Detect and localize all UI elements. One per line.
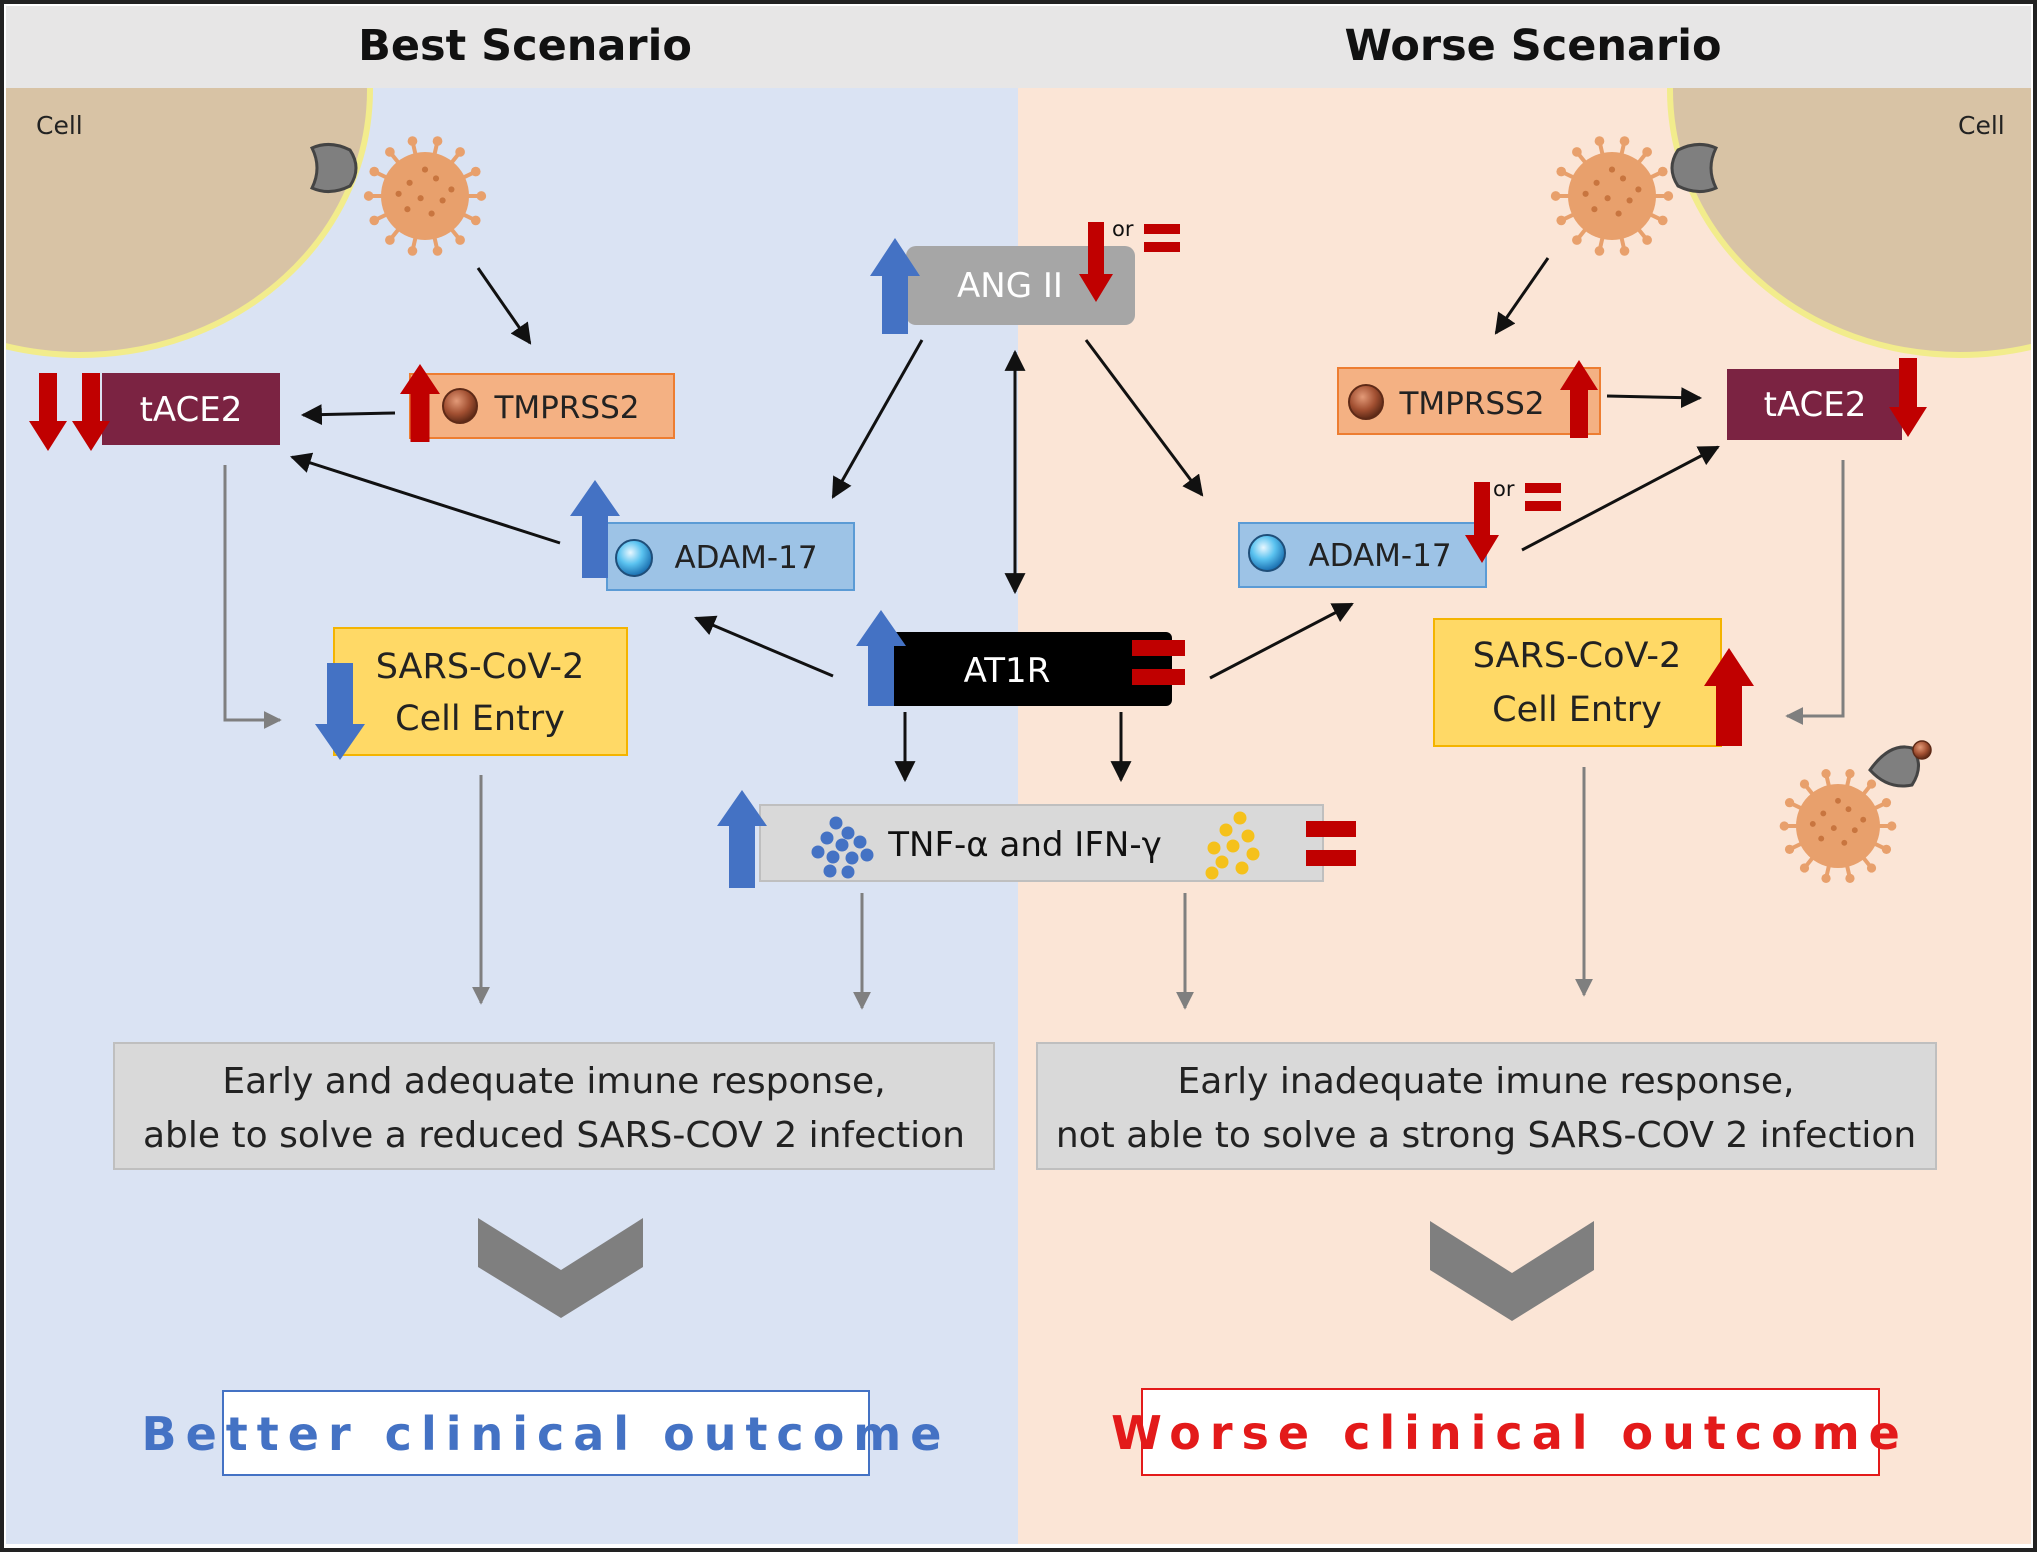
ang2-or-label: or	[1112, 217, 1134, 241]
left-tmprss2-up-arrow-icon	[400, 364, 440, 442]
ifn-dots-icon	[1205, 811, 1260, 880]
left-cell-label: Cell	[36, 111, 83, 140]
left-cell	[6, 88, 373, 358]
arrow-at1r-to-adam17-right	[1209, 602, 1354, 680]
right-tace2-label: tACE2	[1764, 385, 1867, 425]
left-tace2-down-arrow-icon-2	[72, 373, 110, 451]
right-virus-icon	[1550, 136, 1674, 256]
left-tace2-label: tACE2	[140, 390, 243, 430]
right-cell	[1667, 88, 2031, 358]
right-adam17-label: ADAM-17	[1308, 538, 1451, 574]
left-adam17-node: ADAM-17	[606, 522, 855, 591]
left-chevron-down-icon	[478, 1218, 643, 1318]
equals-adam17-icon	[1525, 483, 1561, 511]
arrow-ang2-to-adam17-right	[1084, 339, 1204, 497]
right-receptor-icon	[1670, 143, 1719, 193]
left-tace2-node: tACE2	[102, 373, 280, 445]
black-arrows	[290, 257, 1720, 783]
gray-arrows	[223, 460, 1845, 1010]
at1r-node: AT1R	[870, 632, 1172, 706]
right-tmprss2-label: TMPRSS2	[1399, 386, 1545, 422]
right-entry-up-arrow-icon	[1704, 648, 1754, 746]
at1r-label: AT1R	[964, 651, 1051, 691]
tmprss2-enzyme-icon	[442, 388, 478, 424]
right-entry-line1: SARS-CoV-2	[1473, 636, 1682, 676]
left-entry-line1: SARS-CoV-2	[376, 647, 585, 687]
right-entry-node: SARS-CoV-2 Cell Entry	[1433, 618, 1722, 747]
cytokines-node: TNF-α and IFN-γ	[759, 804, 1324, 882]
arrow-tmprss2-to-tace2-right	[1606, 387, 1703, 409]
adam17-enzyme-icon	[615, 539, 653, 577]
right-cell-label: Cell	[1958, 111, 2005, 140]
ang2-down-arrow-icon	[1079, 222, 1113, 302]
left-header: Best Scenario	[358, 21, 692, 71]
arrow-tace2-to-entry-right	[1785, 460, 1845, 725]
cytokines-label: TNF-α and IFN-γ	[887, 825, 1161, 865]
arrow-virus-to-tmprss2-left	[476, 267, 532, 345]
arrow-at1r-to-adam17-left	[694, 615, 834, 678]
right-tace2-node: tACE2	[1727, 369, 1902, 440]
arrow-adam17-to-tace2-right	[1521, 445, 1720, 552]
left-response-box: Early and adequate imune response, able …	[113, 1042, 995, 1170]
left-receptor-icon	[309, 143, 358, 193]
ang2-label: ANG II	[957, 266, 1063, 306]
right-adam17-down-arrow-icon	[1465, 482, 1499, 563]
left-entry-down-arrow-icon	[315, 663, 365, 760]
right-entry-line2: Cell Entry	[1492, 690, 1662, 730]
right-tmprss2-node: TMPRSS2	[1337, 367, 1601, 435]
arrow-virus-to-tmprss2-right	[1494, 257, 1550, 335]
equals-at1r-icon	[1132, 640, 1185, 685]
equals-ang2-icon	[1144, 224, 1180, 252]
tmprss2-enzyme-icon	[1348, 384, 1384, 420]
right-response-box: Early inadequate imune response, not abl…	[1036, 1042, 1937, 1170]
tnf-dots-icon	[811, 816, 874, 879]
right-header: Worse Scenario	[1344, 21, 1721, 71]
arrow-tmprss2-to-tace2-left	[300, 404, 396, 426]
right-outcome-text: Worse clinical outcome	[1111, 1406, 1909, 1460]
right-chevron-down-icon	[1430, 1221, 1594, 1321]
adam17-enzyme-icon	[1248, 534, 1286, 572]
left-outcome-box: Better clinical outcome	[142, 1390, 951, 1476]
left-tmprss2-label: TMPRSS2	[494, 390, 640, 426]
cytokines-up-arrow-icon	[717, 790, 767, 888]
left-adam17-label: ADAM-17	[674, 540, 817, 576]
left-tmprss2-node: TMPRSS2	[409, 373, 675, 439]
right-tmprss2-up-arrow-icon	[1560, 360, 1598, 438]
right-tace2-down-arrow-icon	[1889, 358, 1927, 437]
left-response-line1: Early and adequate imune response,	[222, 1061, 885, 1102]
left-tace2-down-arrow-icon	[29, 373, 67, 451]
left-response-line2: able to solve a reduced SARS-COV 2 infec…	[143, 1115, 965, 1156]
right-response-line2: not able to solve a strong SARS-COV 2 in…	[1056, 1115, 1916, 1156]
free-receptor-icon	[1868, 740, 1932, 788]
equals-cytokines-icon	[1306, 821, 1356, 866]
adam17-or-label: or	[1493, 477, 1515, 501]
left-entry-node: SARS-CoV-2 Cell Entry	[333, 627, 628, 756]
ang2-node: ANG II	[906, 246, 1135, 325]
left-outcome-text: Better clinical outcome	[142, 1407, 951, 1461]
left-adam17-up-arrow-icon	[570, 480, 620, 578]
right-response-line1: Early inadequate imune response,	[1178, 1061, 1795, 1102]
right-outcome-box: Worse clinical outcome	[1111, 1388, 1909, 1476]
right-adam17-node: ADAM-17	[1238, 522, 1487, 588]
at1r-up-arrow-icon	[856, 610, 906, 706]
arrow-adam17-to-tace2-left	[290, 452, 561, 545]
left-virus-icon	[363, 136, 487, 256]
ang2-up-arrow-icon	[870, 238, 920, 334]
free-virus-icon	[1779, 768, 1897, 884]
left-entry-line2: Cell Entry	[395, 699, 565, 739]
header-band	[6, 6, 2031, 88]
arrow-tace2-to-entry-left	[223, 465, 282, 729]
arrow-ang2-to-adam17-left	[831, 339, 924, 499]
